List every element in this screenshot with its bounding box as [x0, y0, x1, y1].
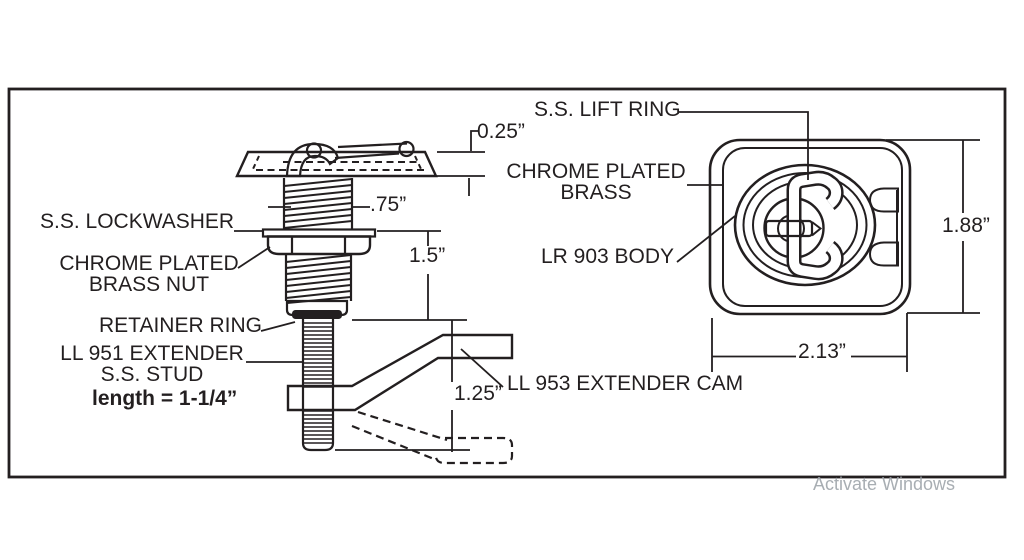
label-brass-nut: CHROME PLATED BRASS NUT — [58, 253, 240, 295]
label-lift-ring: S.S. LIFT RING — [534, 98, 681, 121]
side-view-drawing — [235, 140, 514, 465]
label-chrome-brass-line1: CHROME PLATED — [506, 160, 686, 183]
label-chrome-brass-line2: BRASS — [560, 181, 632, 204]
label-lockwasher: S.S. LOCKWASHER — [40, 210, 235, 233]
label-chrome-brass: CHROME PLATED BRASS — [506, 161, 686, 203]
dim-cam-offset: 1.25” — [454, 382, 502, 405]
label-retainer-ring: RETAINER RING — [99, 314, 262, 337]
dim-body-width: 2.13” — [798, 340, 846, 363]
label-body: LR 903 BODY — [541, 245, 675, 268]
dim-thread-diameter: .75” — [370, 193, 407, 216]
dimension-lines — [234, 111, 980, 452]
label-extender-cam: LL 953 EXTENDER CAM — [507, 372, 744, 395]
label-stud-length: length = 1-1/4” — [92, 387, 238, 410]
front-view-drawing — [708, 138, 912, 316]
dim-thread-length: 1.5” — [409, 244, 446, 267]
dim-head-height: 0.25” — [477, 120, 525, 143]
label-brass-nut-line2: BRASS NUT — [88, 273, 210, 296]
label-extender-stud-line2: S.S. STUD — [100, 363, 204, 386]
label-extender-stud: LL 951 EXTENDER S.S. STUD — [59, 343, 245, 385]
label-brass-nut-line1: CHROME PLATED — [59, 252, 239, 275]
dim-body-height: 1.88” — [942, 214, 990, 237]
border-frame — [7, 87, 1007, 479]
activate-windows-watermark: Activate Windows — [813, 474, 956, 494]
label-extender-stud-line1: LL 951 EXTENDER — [60, 342, 244, 365]
